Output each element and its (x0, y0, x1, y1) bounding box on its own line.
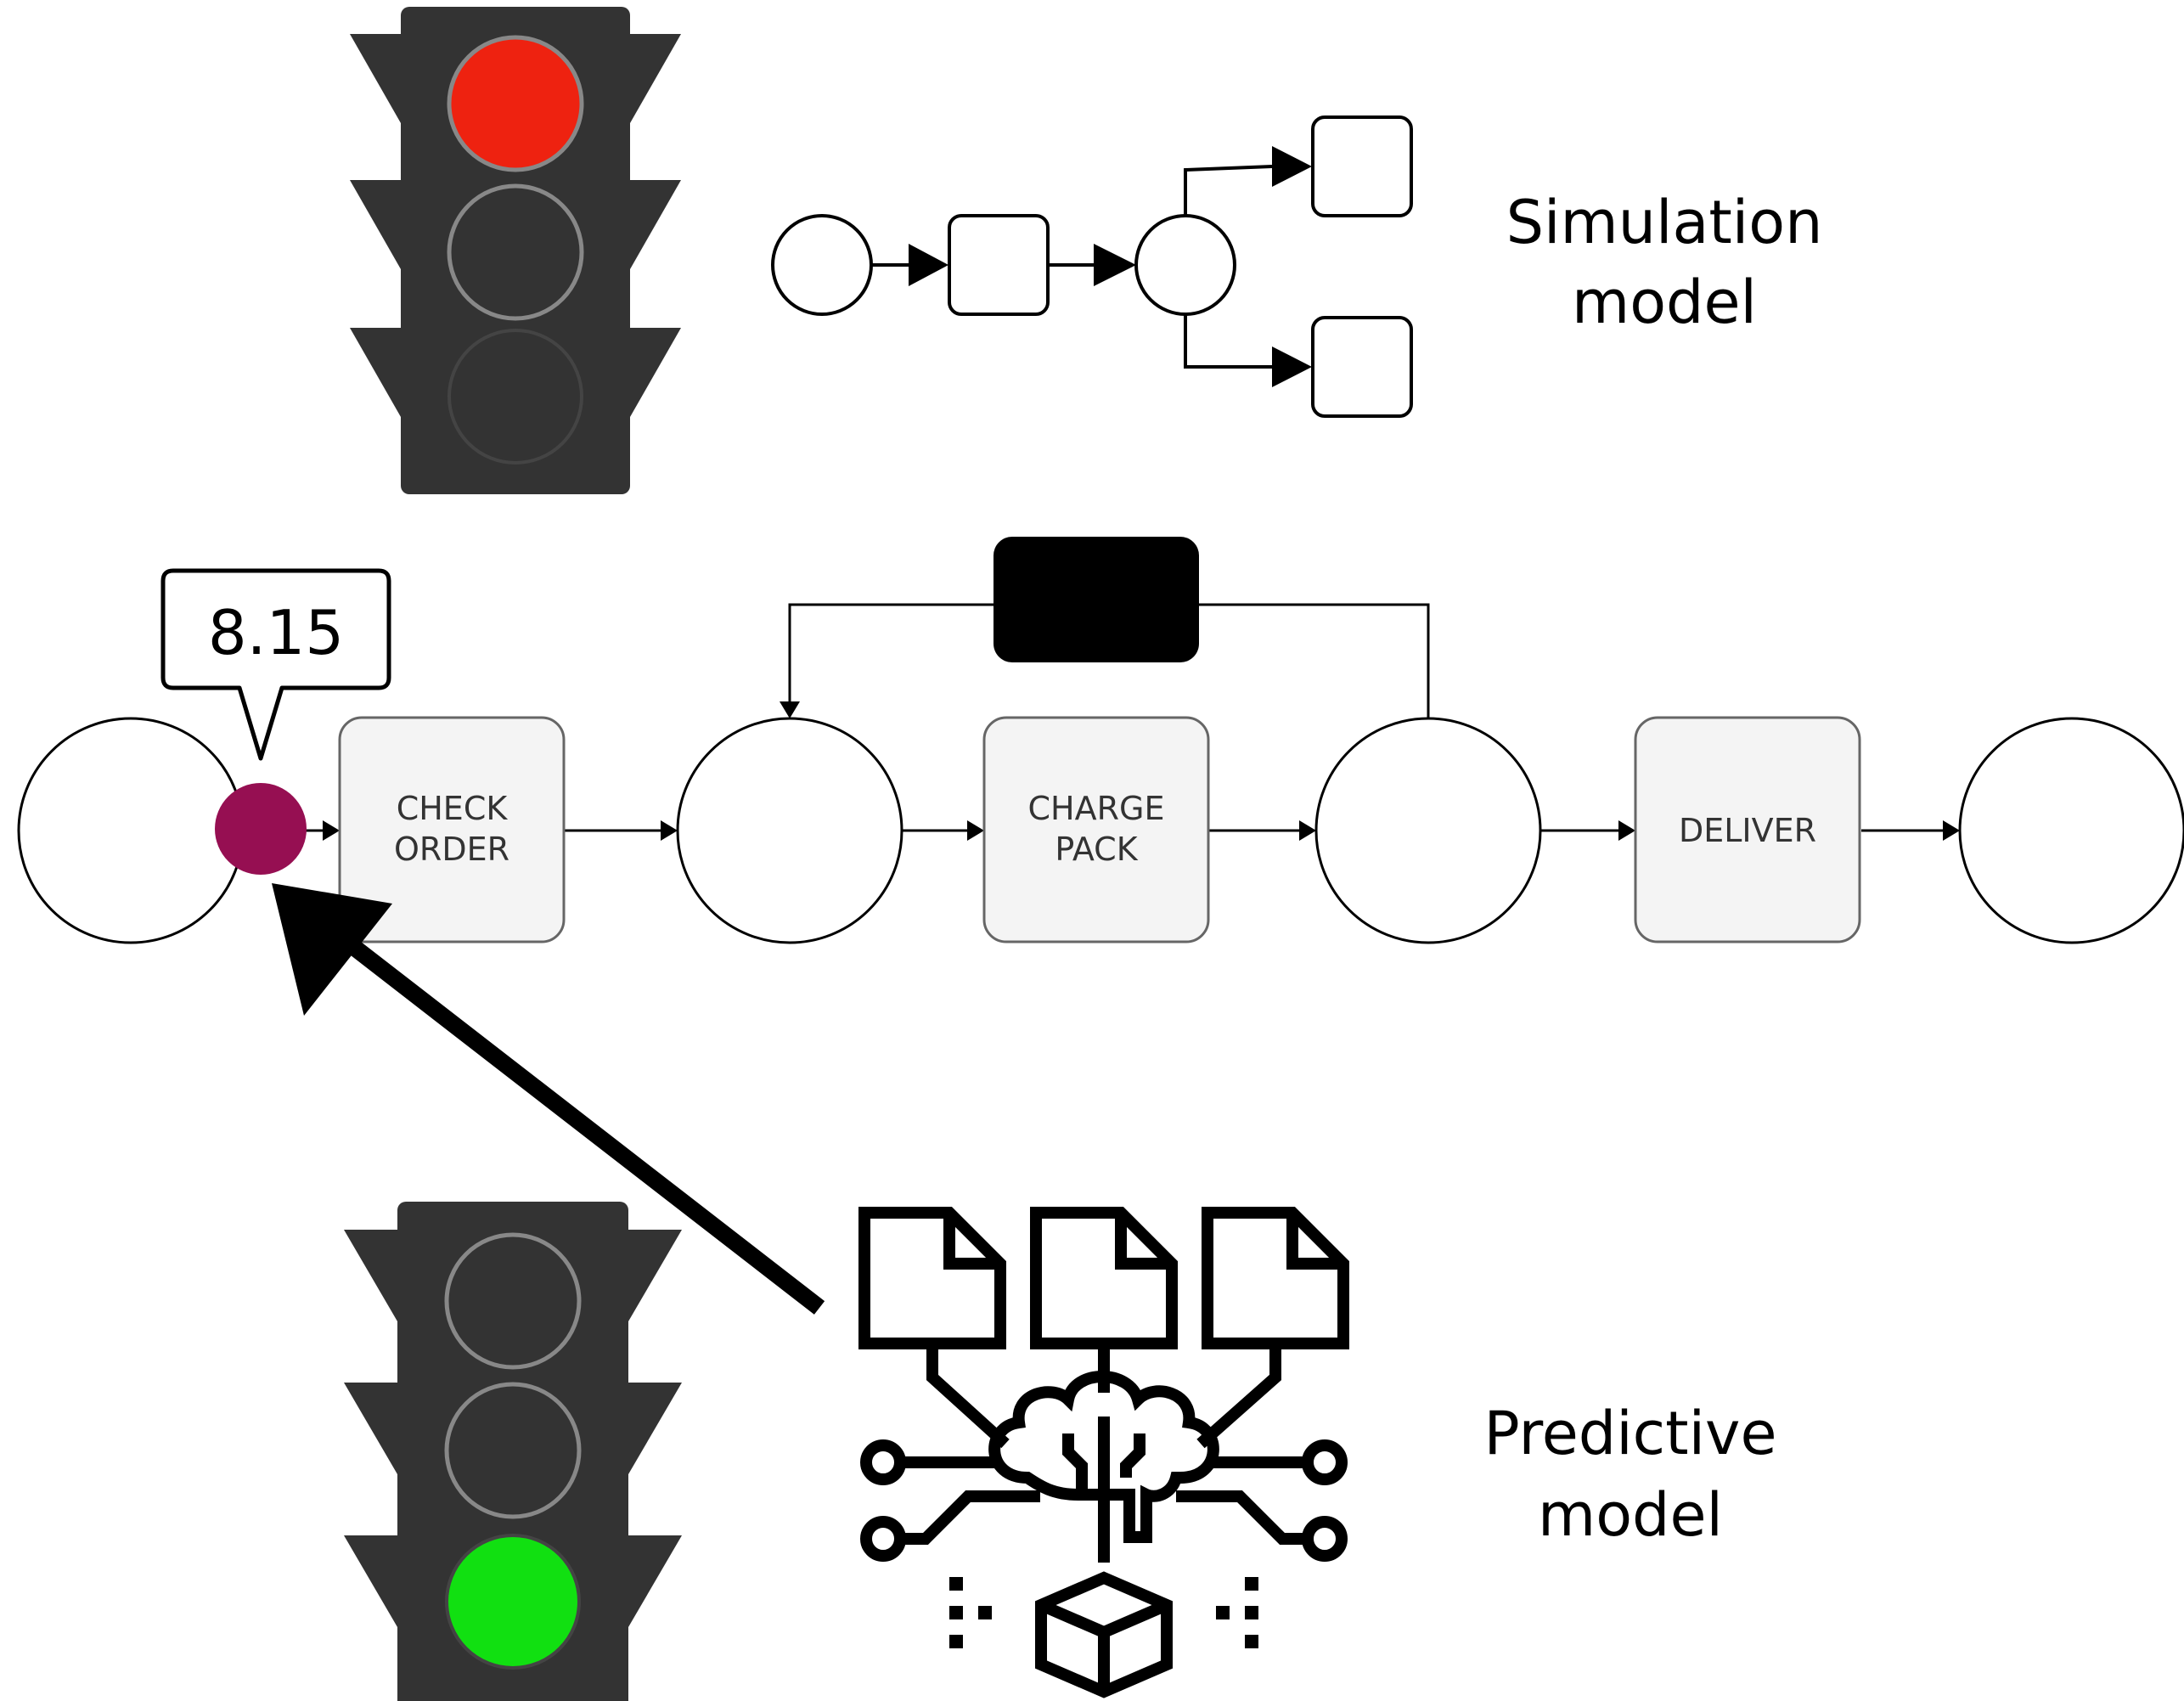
task-box (1634, 716, 1861, 943)
box-edges (1039, 1599, 1169, 1692)
predictive-label-line2: model (1538, 1480, 1723, 1550)
network-link (1176, 1490, 1308, 1545)
task-deliver: DELIVER (1634, 716, 1861, 943)
traffic-light-flap (628, 1383, 682, 1474)
arrowhead-icon (1618, 820, 1635, 841)
network-link (926, 1343, 1010, 1449)
arrowhead-icon (1299, 820, 1316, 841)
amber-lamp-off (444, 1382, 582, 1519)
flow-gateway-circle (1134, 214, 1236, 316)
network-node (1302, 1439, 1348, 1485)
task-charge-pack: CHARGE PACK (982, 716, 1210, 943)
network-link (1196, 1343, 1281, 1449)
arrowhead-icon (1094, 244, 1136, 286)
task-label-line2: PACK (1055, 831, 1138, 868)
traffic-light-flap (630, 328, 681, 417)
task-label-line2: ORDER (394, 831, 509, 868)
red-lamp-off (444, 1232, 582, 1370)
traffic-light-flap (350, 34, 401, 123)
arrowhead-icon (780, 701, 800, 718)
flow-connector (1184, 165, 1273, 216)
flow-task-box (1311, 115, 1413, 217)
end-event (1958, 717, 2184, 944)
simulation-label-line1: Simulation (1506, 188, 1823, 257)
simulation-label-line2: model (1572, 268, 1757, 337)
callout-bubble (160, 568, 391, 761)
arrowhead-icon (272, 883, 392, 1016)
predictive-label-line1: Predictive (1483, 1399, 1776, 1468)
brain-fold (1062, 1433, 1088, 1491)
arrowhead-icon (1272, 346, 1312, 387)
network-node (860, 1516, 906, 1562)
arrowhead-icon (323, 820, 340, 841)
arrowhead-icon (1272, 146, 1312, 187)
brain-icon (988, 1371, 1219, 1543)
traffic-light-flap (344, 1383, 397, 1474)
amber-lamp-off (447, 183, 584, 321)
task-box (982, 716, 1210, 943)
intermediate-state (1314, 717, 1542, 944)
prediction-arrow (272, 883, 825, 1315)
callout-value: 8.15 (208, 597, 344, 668)
network-node (1302, 1516, 1348, 1562)
task-box (338, 716, 566, 943)
red-lamp-lit (447, 35, 584, 172)
intermediate-state (676, 717, 903, 944)
document-fold (1286, 1213, 1343, 1270)
traffic-light-flap (630, 34, 681, 123)
loop-connector (1199, 603, 1430, 718)
dot-pattern (949, 1577, 1258, 1648)
ai-brain-documents-icon (858, 1207, 1349, 1698)
document-icon (1202, 1207, 1349, 1349)
document-fold (943, 1213, 1000, 1270)
arrow-shaft (342, 936, 825, 1315)
brain-fold (1120, 1433, 1145, 1478)
process-flow-icon (771, 115, 1413, 418)
network-link (900, 1490, 1040, 1545)
task-label-line1: DELIVER (1679, 812, 1816, 849)
flow-task-box (1311, 316, 1413, 418)
arrowhead-icon (909, 244, 948, 286)
traffic-light-flap (350, 180, 401, 269)
loop-condition-box (993, 537, 1199, 662)
arrowhead-icon (967, 820, 984, 841)
loop-connector (788, 603, 993, 712)
arrowhead-icon (661, 820, 678, 841)
task-check-order: CHECK ORDER (338, 716, 566, 943)
traffic-light-flap (630, 180, 681, 269)
green-lamp-lit (445, 1534, 581, 1670)
process-token (215, 783, 307, 875)
traffic-light-bottom (344, 1202, 682, 1701)
start-event (17, 717, 245, 944)
document-icon (858, 1207, 1006, 1349)
flow-task-box (948, 214, 1050, 316)
document-icon (1030, 1207, 1178, 1349)
traffic-light-flap (344, 1535, 397, 1627)
task-label-line1: CHECK (397, 790, 509, 827)
traffic-light-flap (344, 1230, 397, 1321)
document-fold (1115, 1213, 1172, 1270)
flow-connector (1184, 314, 1272, 369)
green-lamp-off (447, 329, 583, 465)
network-node (860, 1439, 906, 1485)
prediction-callout: 8.15 (160, 568, 391, 761)
traffic-light-flap (628, 1535, 682, 1627)
task-label-line1: CHARGE (1028, 790, 1165, 827)
traffic-light-flap (350, 328, 401, 417)
flow-start-circle (771, 214, 873, 316)
traffic-light-flap (628, 1230, 682, 1321)
process-flow: CHECK ORDER CHARGE PACK DELIVER (17, 537, 2184, 944)
arrowhead-icon (1943, 820, 1960, 841)
traffic-light-top (350, 7, 681, 494)
